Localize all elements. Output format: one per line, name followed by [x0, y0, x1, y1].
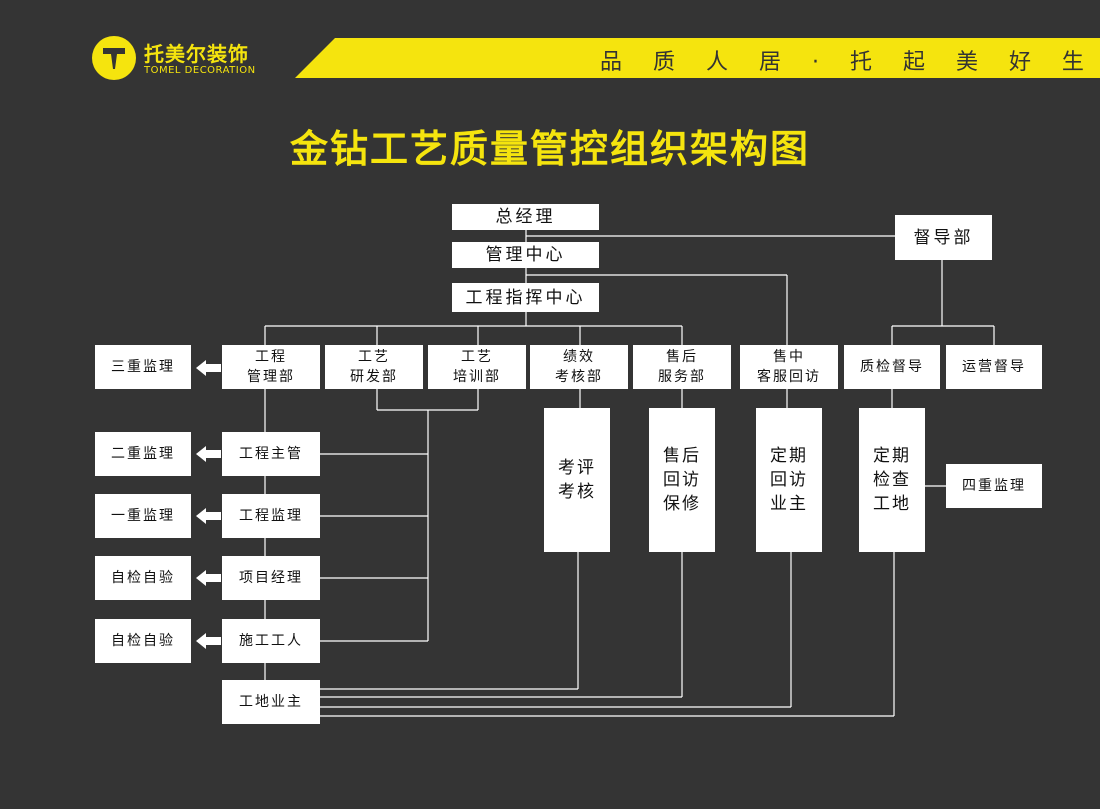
node-eng-supervisor: 工程主管	[222, 432, 320, 476]
node-after-sales-dept: 售后 服务部	[633, 345, 731, 389]
node-site-owner: 工地业主	[222, 680, 320, 724]
logo-subtext: TOMEL DECORATION	[144, 65, 256, 76]
node-craft-training-dept: 工艺 培训部	[428, 345, 526, 389]
node-regular-return: 定期 回访 业主	[756, 408, 822, 552]
node-supervision-dept: 督导部	[895, 215, 992, 260]
node-after-sales-repair: 售后 回访 保修	[649, 408, 715, 552]
slogan: 品 质 人 居 · 托 起 美 好 生 活	[600, 50, 1100, 75]
page-title: 金钻工艺质量管控组织架构图	[289, 127, 810, 171]
node-project-manager: 项目经理	[222, 556, 320, 600]
node-evaluation: 考评 考核	[544, 408, 610, 552]
node-double-supervision: 二重监理	[95, 432, 191, 476]
node-quad-supervision: 四重监理	[946, 464, 1042, 508]
logo-icon	[92, 36, 136, 80]
header-yellow-band	[295, 38, 1100, 78]
node-self-check-1: 自检自验	[95, 556, 191, 600]
node-management-center: 管理中心	[452, 242, 599, 268]
node-single-supervision: 一重监理	[95, 494, 191, 538]
node-general-manager: 总经理	[452, 204, 599, 230]
node-operation-supervision: 运营督导	[946, 345, 1042, 389]
node-craft-rd-dept: 工艺 研发部	[325, 345, 423, 389]
logo-text: 托美尔装饰	[144, 42, 249, 66]
node-eng-mgmt-dept: 工程 管理部	[222, 345, 320, 389]
node-construction-worker: 施工工人	[222, 619, 320, 663]
node-regular-inspection: 定期 检查 工地	[859, 408, 925, 552]
node-engineering-command: 工程指挥中心	[452, 283, 599, 312]
logo: 托美尔装饰 TOMEL DECORATION	[92, 36, 292, 80]
node-quality-supervision: 质检督导	[844, 345, 940, 389]
node-in-sale-return: 售中 客服回访	[740, 345, 838, 389]
node-eng-inspector: 工程监理	[222, 494, 320, 538]
node-performance-dept: 绩效 考核部	[530, 345, 628, 389]
node-triple-supervision: 三重监理	[95, 345, 191, 389]
node-self-check-2: 自检自验	[95, 619, 191, 663]
